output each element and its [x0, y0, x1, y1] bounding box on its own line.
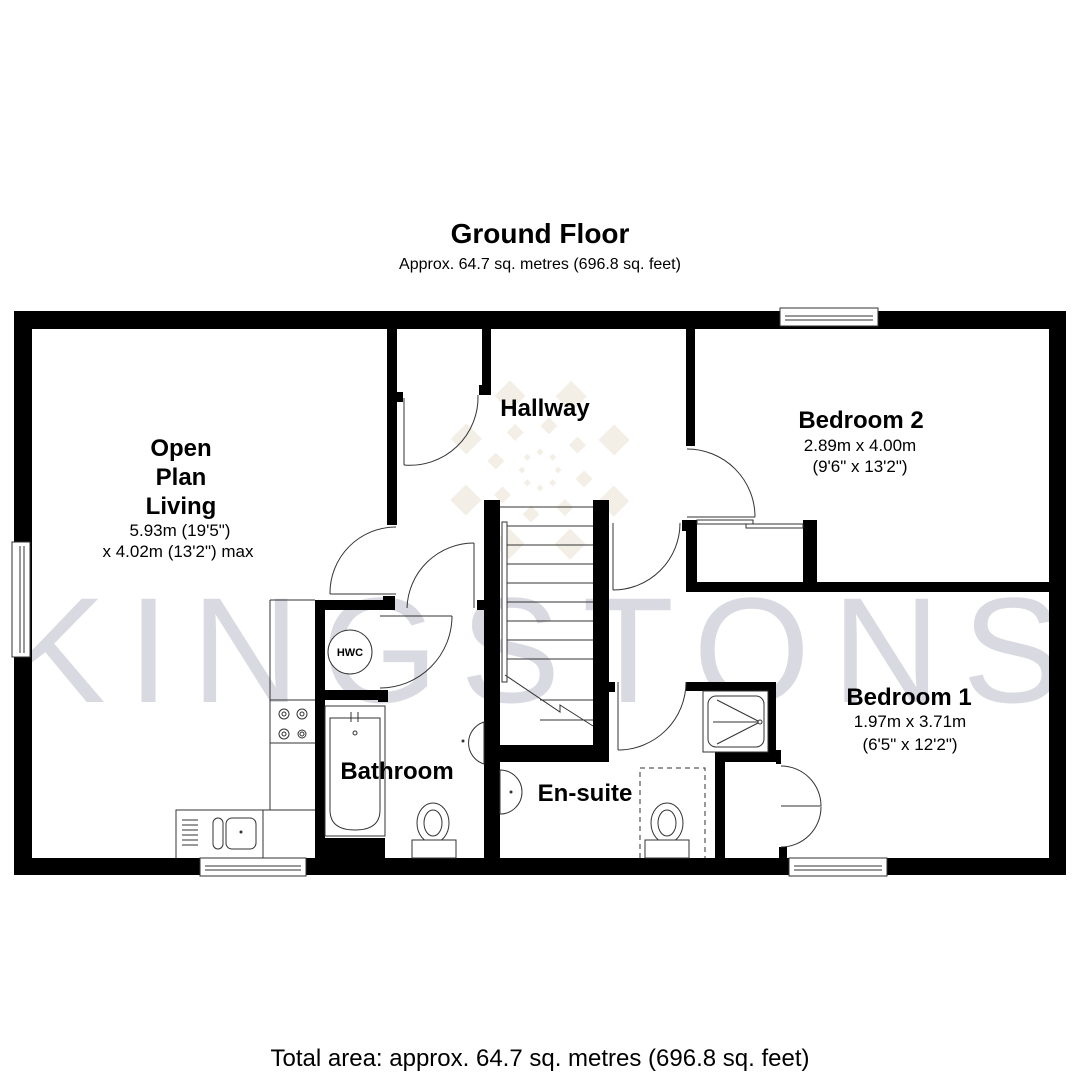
hot-water-cylinder: HWC — [327, 629, 373, 675]
basin-icon-ensuite — [499, 769, 523, 815]
logo-petal — [494, 380, 526, 412]
window-left-living — [11, 541, 31, 658]
svg-text:En-suite: En-suite — [538, 780, 633, 807]
room-label-living: Open Plan Living 5.93m (19'5") x 4.02m (… — [103, 435, 254, 561]
logo-petal — [554, 466, 562, 474]
door-bedroom2 — [686, 448, 756, 518]
logo-petal — [598, 424, 630, 456]
watermark-text: KINGSTONS — [6, 566, 1080, 734]
logo-petal — [569, 436, 586, 454]
svg-text:(6'5" x 12'2"): (6'5" x 12'2") — [862, 735, 957, 754]
svg-text:Bedroom 1: Bedroom 1 — [846, 684, 971, 711]
floor-area-subtitle: Approx. 64.7 sq. metres (696.8 sq. feet) — [399, 256, 681, 273]
hwc-label: HWC — [337, 647, 363, 659]
svg-text:x 4.02m (13'2") max: x 4.02m (13'2") max — [103, 542, 254, 561]
logo-petal — [536, 448, 544, 456]
toilet-icon-bathroom — [411, 802, 457, 859]
logo-petal — [549, 453, 557, 461]
sink-icon — [182, 817, 257, 850]
logo-petal — [450, 423, 482, 455]
door-hall-cupboard — [403, 394, 479, 466]
svg-text:5.93m (19'5"): 5.93m (19'5") — [130, 521, 231, 540]
room-label-hallway: Hallway — [500, 395, 590, 422]
wardrobe-sliding-doors — [696, 519, 804, 529]
logo-petal — [450, 484, 482, 516]
logo-petal — [487, 452, 505, 470]
room-label-bedroom2: Bedroom 2 2.89m x 4.00m (9'6" x 13'2") — [798, 407, 923, 476]
door-ensuite — [617, 681, 687, 751]
bath-icon — [324, 705, 386, 837]
window-bottom-bedroom1 — [788, 857, 888, 877]
logo-petal — [575, 470, 593, 488]
doors — [329, 394, 822, 848]
svg-text:Bedroom 2: Bedroom 2 — [798, 407, 923, 434]
svg-text:Bathroom: Bathroom — [340, 758, 453, 785]
shower-area-outline — [639, 767, 706, 858]
door-living — [329, 526, 397, 595]
svg-text:Living: Living — [146, 493, 217, 520]
staircase — [500, 506, 594, 727]
svg-text:Hallway: Hallway — [500, 395, 590, 422]
wardrobe-double-doors — [780, 765, 822, 848]
shower-tray-icon — [702, 690, 769, 753]
basin-icon-bathroom — [461, 721, 485, 765]
logo-petal — [522, 505, 540, 523]
floor-title: Ground Floor — [450, 218, 630, 249]
kitchen-units — [175, 599, 315, 858]
logo-petal — [554, 528, 586, 560]
svg-text:Plan: Plan — [156, 464, 207, 491]
svg-text:Open: Open — [150, 435, 211, 462]
svg-text:1.97m x 3.71m: 1.97m x 3.71m — [854, 712, 966, 731]
logo-petal — [556, 499, 574, 516]
window-bottom-kitchen — [199, 857, 307, 877]
logo-petal — [506, 424, 524, 441]
door-hwc — [379, 615, 453, 689]
logo-petal — [549, 479, 557, 487]
door-bathroom — [406, 542, 475, 609]
room-label-bathroom: Bathroom — [340, 758, 453, 785]
window-top-bedroom2 — [779, 307, 879, 327]
room-label-bedroom1: Bedroom 1 1.97m x 3.71m (6'5" x 12'2") — [846, 684, 971, 754]
total-area: Total area: approx. 64.7 sq. metres (696… — [270, 1045, 810, 1072]
hob-icon — [278, 708, 308, 740]
toilet-icon-ensuite — [644, 802, 690, 859]
logo-petal — [523, 479, 531, 487]
logo-petal — [518, 466, 526, 474]
interior-walls — [315, 329, 1066, 858]
logo-petal — [555, 380, 587, 412]
room-label-ensuite: En-suite — [538, 780, 633, 807]
svg-text:(9'6" x 13'2"): (9'6" x 13'2") — [812, 457, 907, 476]
door-hall-upper — [612, 522, 681, 591]
logo-petal — [536, 484, 544, 492]
svg-text:2.89m x 4.00m: 2.89m x 4.00m — [804, 436, 916, 455]
logo-petal — [523, 453, 531, 461]
